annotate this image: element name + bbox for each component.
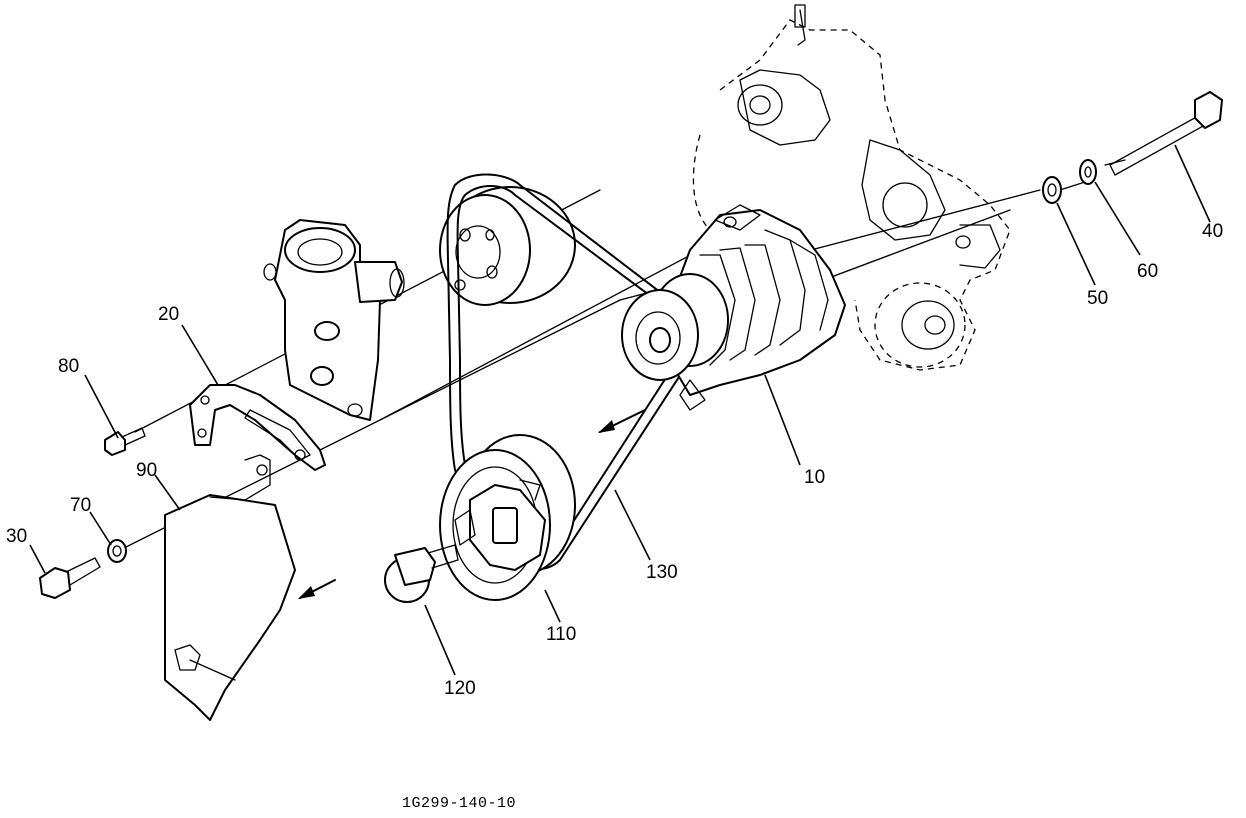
bolt-30 xyxy=(39,557,101,599)
water-pump-housing xyxy=(263,219,405,421)
direction-arrow-upper xyxy=(598,409,646,433)
crankshaft-pulley xyxy=(439,434,576,601)
alternator xyxy=(621,204,846,411)
bolt-120 xyxy=(384,544,459,603)
drawing-id: 1G299-140-10 xyxy=(402,795,517,812)
callout-80: 80 xyxy=(58,356,80,377)
direction-arrow-lower xyxy=(298,579,336,599)
callout-10: 10 xyxy=(804,467,826,488)
lock-washer-60 xyxy=(1079,159,1097,185)
bracket xyxy=(189,384,326,471)
callout-70: 70 xyxy=(70,495,92,516)
callout-90: 90 xyxy=(136,460,158,481)
belt-cover xyxy=(164,454,296,721)
washer-70 xyxy=(107,539,127,563)
callout-30: 30 xyxy=(6,526,28,547)
callout-120: 120 xyxy=(444,678,476,699)
engine-block-outline xyxy=(692,4,1011,371)
bolt-40 xyxy=(1109,91,1223,176)
bolt-80 xyxy=(104,427,146,456)
assembly-axis-lines xyxy=(119,159,1126,551)
callout-110: 110 xyxy=(546,624,577,645)
washer-50 xyxy=(1042,176,1062,204)
leader-lines xyxy=(29,144,1211,676)
callout-60: 60 xyxy=(1137,261,1159,282)
callout-40: 40 xyxy=(1202,221,1224,242)
callout-20: 20 xyxy=(158,304,180,325)
callout-130: 130 xyxy=(646,562,678,583)
callout-50: 50 xyxy=(1087,288,1109,309)
